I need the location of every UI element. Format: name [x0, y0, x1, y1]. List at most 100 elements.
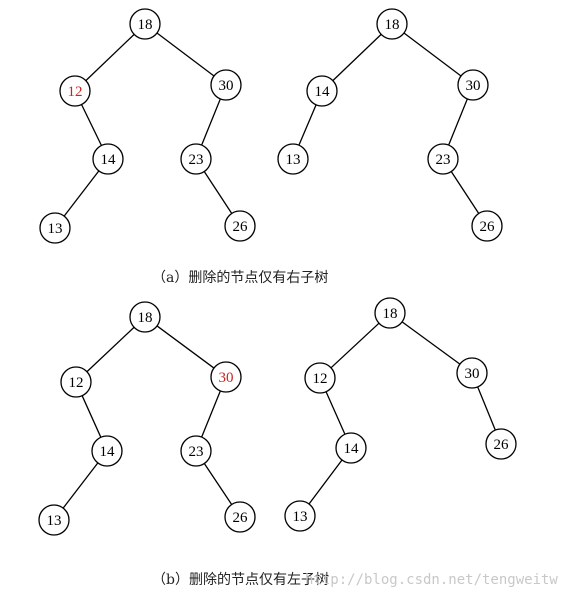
node-label: 14 — [100, 444, 116, 460]
node-label: 14 — [344, 441, 360, 457]
node-26: 26 — [471, 210, 503, 242]
node-label: 26 — [233, 219, 249, 235]
node-14: 14 — [92, 143, 124, 175]
node-label: 13 — [293, 509, 308, 525]
edge-n30-n23 — [201, 98, 221, 146]
node-13: 13 — [38, 504, 70, 536]
edge-n30-n23 — [448, 98, 468, 146]
node-label: 30 — [219, 370, 234, 386]
node-26: 26 — [224, 210, 256, 242]
edge-n12-n14 — [325, 391, 346, 435]
edge-n14-n13 — [298, 104, 317, 146]
edge-n30-n23 — [201, 390, 221, 438]
node-label: 13 — [48, 221, 63, 237]
node-label: 23 — [189, 444, 204, 460]
node-label: 30 — [219, 78, 234, 94]
node-30-deleted: 30 — [210, 361, 242, 393]
node-label: 30 — [466, 78, 481, 94]
node-23: 23 — [180, 143, 212, 175]
node-13: 13 — [277, 143, 309, 175]
node-circle — [277, 143, 309, 175]
caption-a: （a）删除的节点仅有右子树 — [152, 270, 328, 286]
node-circle — [224, 210, 256, 242]
node-12: 12 — [304, 362, 336, 394]
node-circle — [180, 435, 212, 467]
node-circle — [210, 361, 242, 393]
node-30: 30 — [210, 69, 242, 101]
edge-n18-n30 — [403, 32, 462, 77]
edge-n18-n30 — [156, 32, 215, 77]
node-circle — [304, 362, 336, 394]
edge-n18-n30 — [401, 321, 461, 365]
edge-n12-n14 — [81, 395, 102, 438]
node-label: 26 — [494, 437, 510, 453]
node-circle — [471, 210, 503, 242]
node-18: 18 — [129, 301, 161, 333]
node-label: 26 — [233, 510, 249, 526]
node-label: 14 — [315, 84, 331, 100]
node-12-deleted: 12 — [59, 75, 91, 107]
node-circle — [485, 428, 517, 460]
node-circle — [457, 69, 489, 101]
edge-n23-n26 — [203, 171, 233, 214]
node-circle — [39, 212, 71, 244]
node-circle — [374, 297, 406, 329]
node-label: 23 — [189, 152, 204, 168]
node-label: 13 — [47, 513, 62, 529]
trees-layer: 18 12 30 14 23 13 26 18 14 30 13 23 26 18 12 30 14 23 13 26… — [38, 8, 517, 536]
node-30: 30 — [457, 69, 489, 101]
node-13: 13 — [284, 500, 316, 532]
node-23: 23 — [180, 435, 212, 467]
node-23: 23 — [427, 143, 459, 175]
edge-n30-n26 — [477, 386, 496, 431]
node-26: 26 — [224, 501, 256, 533]
node-label: 30 — [465, 366, 480, 382]
node-circle — [427, 143, 459, 175]
edge-n12-n14 — [80, 104, 103, 146]
node-18: 18 — [129, 8, 161, 40]
caption-b: （b）删除的节点仅有左子树 — [152, 572, 329, 588]
node-18: 18 — [374, 297, 406, 329]
node-circle — [180, 143, 212, 175]
node-circle — [92, 143, 124, 175]
node-circle — [224, 501, 256, 533]
tree-b-after: 18 12 30 14 13 26 — [284, 297, 517, 532]
node-13: 13 — [39, 212, 71, 244]
node-label: 18 — [383, 306, 398, 322]
node-label: 18 — [385, 17, 400, 33]
node-circle — [376, 8, 408, 40]
node-circle — [284, 500, 316, 532]
node-circle — [60, 366, 92, 398]
node-circle — [59, 75, 91, 107]
node-label: 12 — [69, 375, 84, 391]
node-circle — [91, 435, 123, 467]
node-18: 18 — [376, 8, 408, 40]
edge-n14-n13 — [62, 462, 99, 509]
node-label: 23 — [436, 152, 451, 168]
node-14: 14 — [306, 75, 338, 107]
node-label: 13 — [286, 152, 301, 168]
tree-b-before: 18 12 30 14 23 13 26 — [38, 301, 256, 536]
node-label: 12 — [68, 84, 83, 100]
edge-n18-n12 — [85, 33, 135, 82]
edge-n23-n26 — [450, 171, 480, 214]
node-label: 14 — [101, 152, 117, 168]
node-14: 14 — [335, 432, 367, 464]
node-label: 26 — [480, 219, 496, 235]
node-label: 12 — [313, 371, 328, 387]
edge-n14-n13 — [308, 459, 343, 505]
node-30: 30 — [456, 357, 488, 389]
node-label: 18 — [138, 310, 153, 326]
edge-n14-n13 — [63, 170, 100, 217]
tree-a-before: 18 12 30 14 23 13 26 — [39, 8, 256, 244]
tree-a-after: 18 14 30 13 23 26 — [277, 8, 503, 242]
node-label: 18 — [138, 17, 153, 33]
edge-n23-n26 — [203, 463, 233, 505]
node-circle — [38, 504, 70, 536]
edge-n18-n12 — [86, 326, 135, 373]
node-26: 26 — [485, 428, 517, 460]
node-circle — [129, 301, 161, 333]
node-circle — [306, 75, 338, 107]
node-circle — [129, 8, 161, 40]
